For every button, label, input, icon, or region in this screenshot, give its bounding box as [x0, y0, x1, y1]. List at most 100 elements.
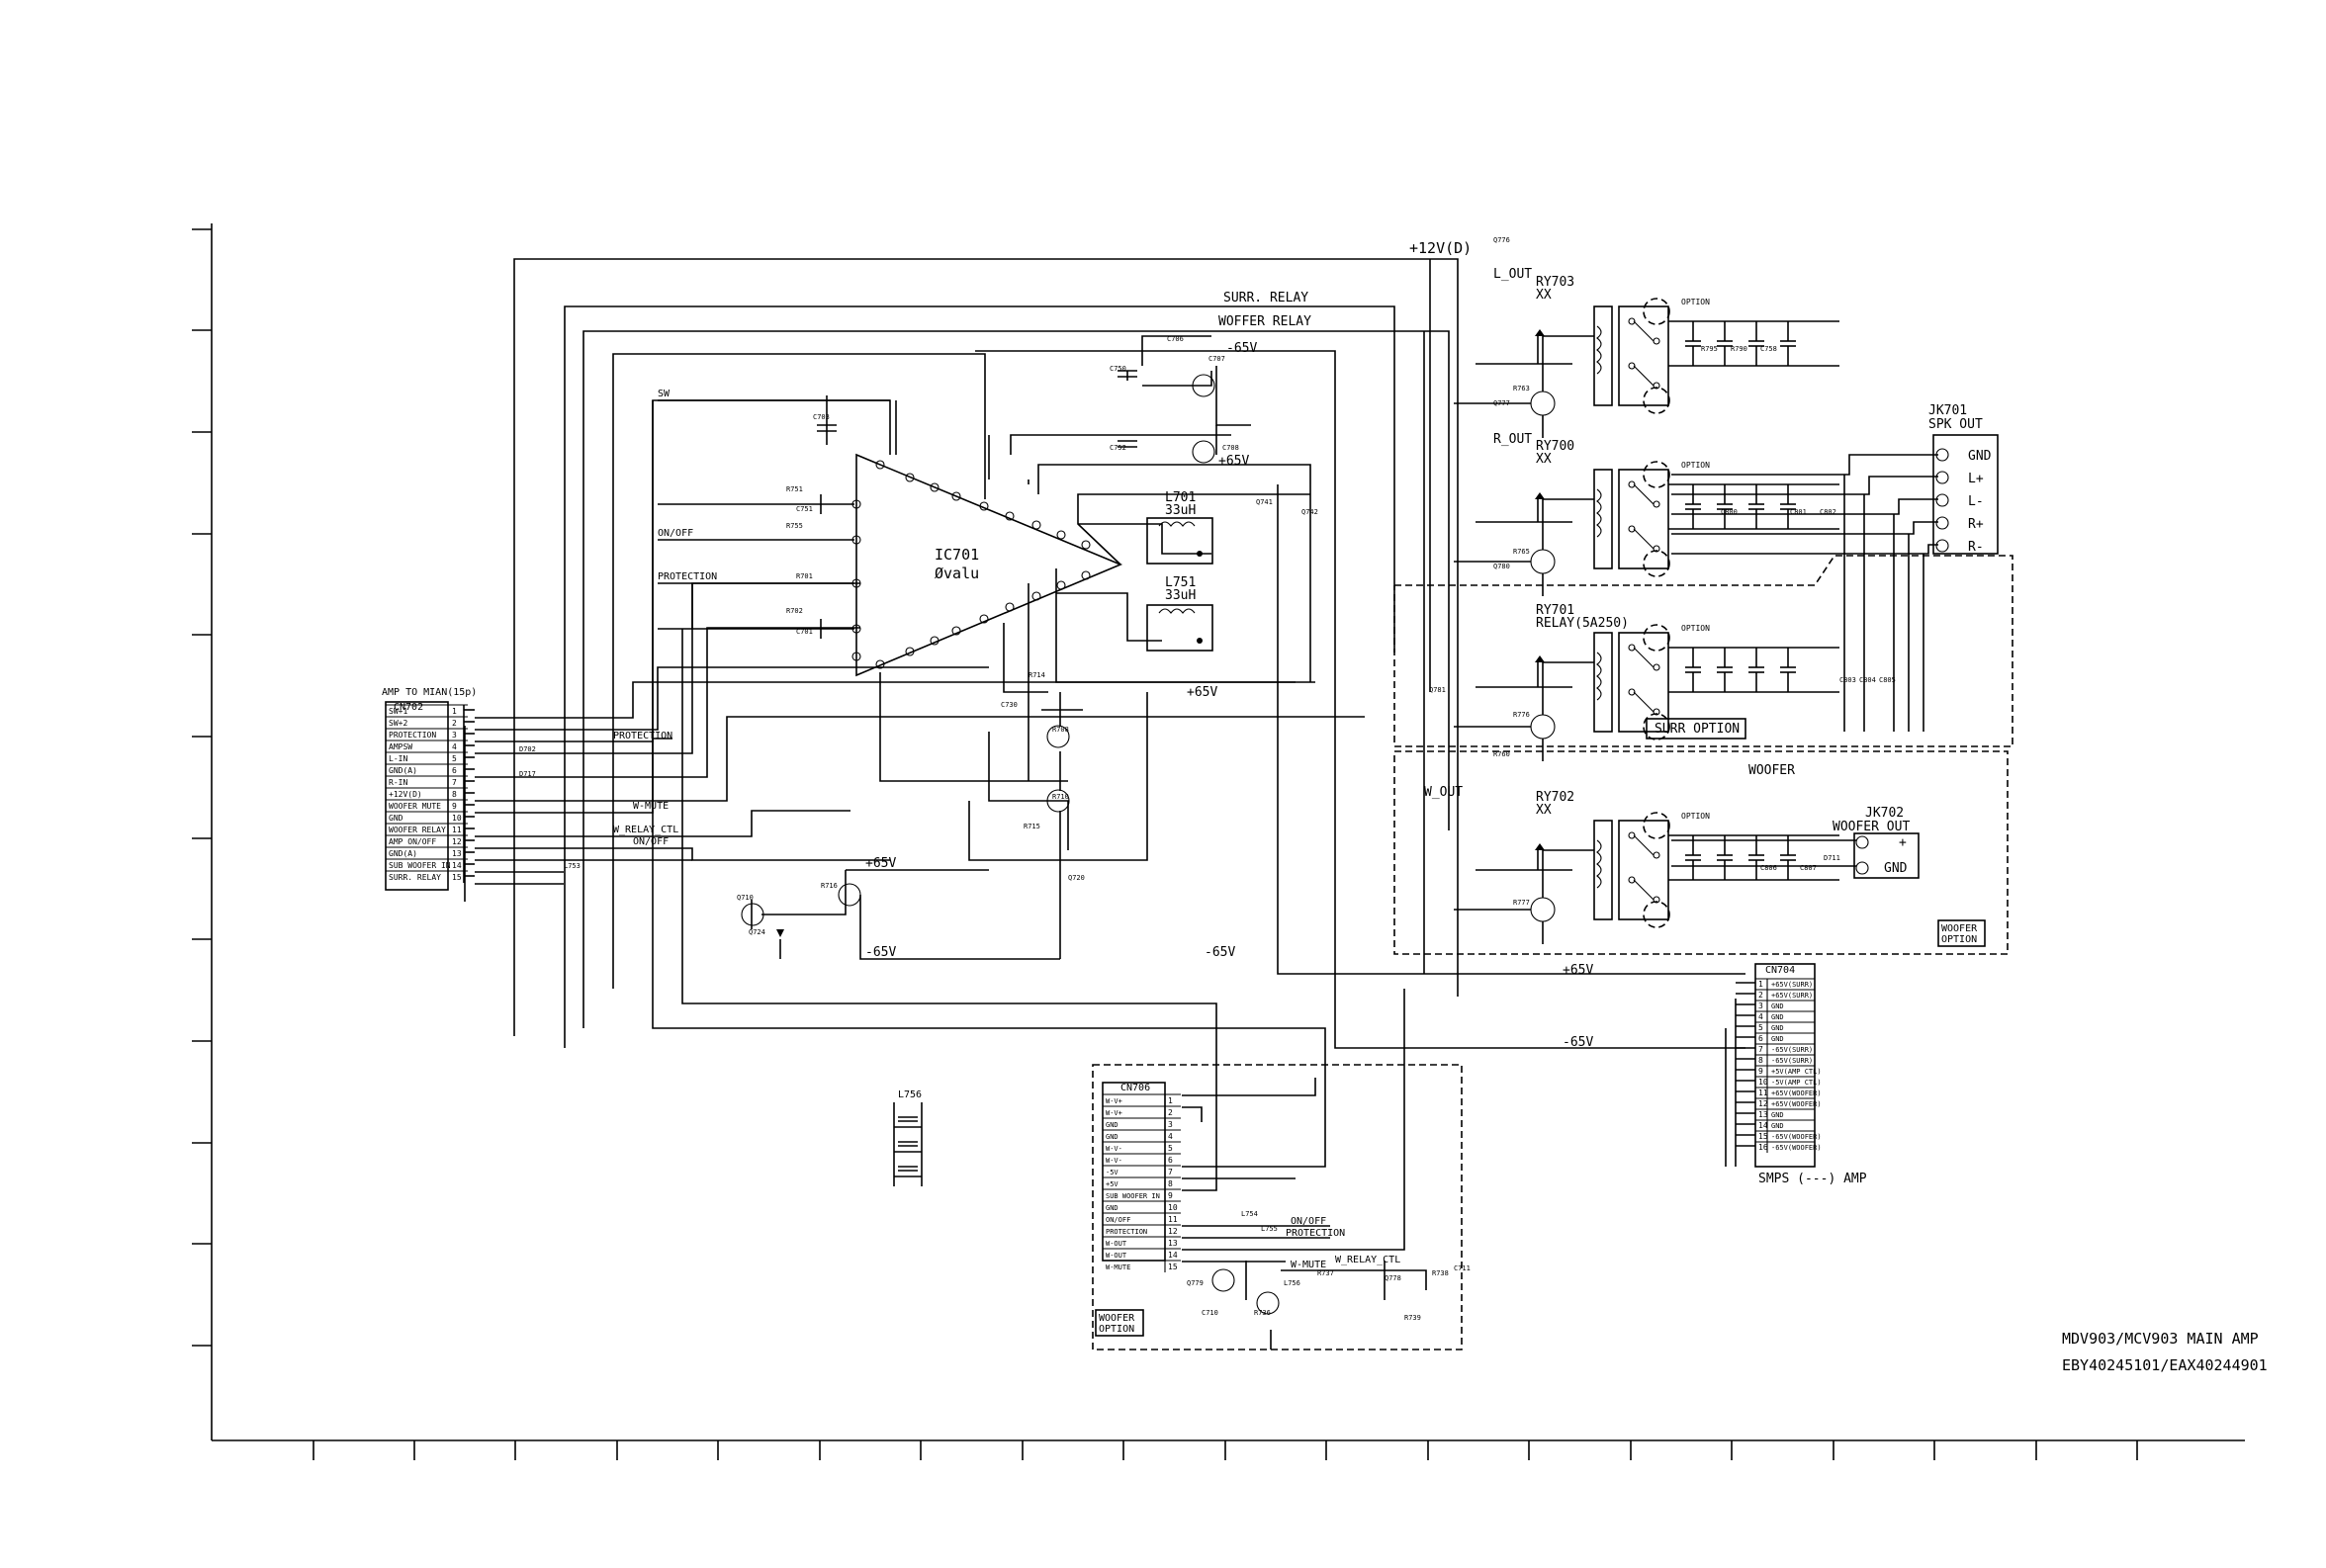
rail-neg65-lower: -65V: [865, 945, 896, 960]
component-ref: R737: [1317, 1269, 1334, 1277]
jk701-terminal: [1935, 539, 1949, 553]
cn702-pin-label: SURR. RELAY: [389, 873, 441, 882]
component-ref: Q779: [1187, 1279, 1204, 1287]
cn702-pin-label: PROTECTION: [389, 731, 436, 740]
cn704-pin-label: -65V(SURR): [1771, 1057, 1813, 1065]
component-ref: Q777: [1493, 399, 1510, 407]
jk701-pin-label: L+: [1968, 472, 1984, 486]
jk702-woofer-out: JK702 WOOFER OUT + GND: [1671, 806, 1920, 879]
cn706-pin-label: PROTECTION: [1106, 1228, 1147, 1236]
net-wmute-cn706: W-MUTE: [1291, 1260, 1326, 1270]
cn706-pin-label: W-MUTE: [1106, 1263, 1130, 1271]
ic701-pin: [1031, 591, 1041, 601]
ry700-value: XX: [1536, 452, 1552, 467]
ic701-pin: [851, 652, 861, 661]
woofer-relay-label: WOFFER RELAY: [1218, 314, 1311, 329]
net-onoff-ic: ON/OFF: [658, 528, 693, 539]
relay-ry1: OPTION: [1454, 461, 1839, 596]
component-ref: C730: [1001, 701, 1018, 709]
cn702-pin-label: +12V(D): [389, 790, 422, 799]
ry702-value: XX: [1536, 803, 1552, 818]
ic701-pin: [930, 636, 939, 646]
option-label: OPTION: [1681, 624, 1710, 633]
ic701-pin: [951, 626, 961, 636]
smps-wires: +65V -65V: [652, 400, 1745, 1078]
cn706-pin-number: 13: [1168, 1239, 1178, 1248]
ic701-value: Øvalu: [935, 565, 979, 582]
frame-ruler: [192, 223, 2245, 1460]
component-ref: C708: [1222, 444, 1239, 452]
component-ref: C750: [1110, 365, 1126, 373]
component-ref: L755: [1261, 1225, 1278, 1233]
cn706-pin-label: SUB WOOFER IN: [1106, 1192, 1160, 1200]
option-label: OPTION: [1681, 812, 1710, 821]
cn702-pin-number: 10: [452, 814, 462, 823]
cn704-pin-label: -5V(AMP CTL): [1771, 1079, 1822, 1087]
cn702-pin-number: 9: [452, 802, 457, 811]
cn702-pin-number: 3: [452, 731, 457, 740]
cn706-pin-label: W-V-: [1106, 1157, 1122, 1165]
cn704-pin-label: GND: [1771, 1002, 1784, 1010]
rail-neg65-smps: -65V: [1563, 1035, 1593, 1050]
cn704-pin-number: 1: [1758, 980, 1763, 989]
cn706-pin-number: 7: [1168, 1168, 1173, 1176]
lower-driver-section: +65V -65V -65V +65V: [741, 672, 1235, 960]
cn704-pin-number: 12: [1758, 1099, 1768, 1108]
component-ref: Q741: [1256, 498, 1273, 506]
cn702-pin-number: 6: [452, 766, 457, 775]
ry701-ref: RY701: [1536, 603, 1574, 618]
option-label: OPTION: [1681, 298, 1710, 306]
woofer-option-box: WOOFER WOOFER OPTION: [1393, 750, 2009, 955]
surr-option-label: SURR OPTION: [1655, 722, 1740, 737]
jk701-terminal: [1935, 471, 1949, 484]
cn706-pin-label: GND: [1106, 1121, 1118, 1129]
cn702-pin-number: 11: [452, 826, 462, 834]
component-ref: Q742: [1301, 508, 1318, 516]
cn706-pin-number: 5: [1168, 1144, 1173, 1153]
ic-input-wires: SW ON/OFF PROTECTION: [658, 389, 891, 639]
component-labels: R751C751R755R701R702C701C703C730C750C752…: [519, 236, 1896, 1322]
cn706-pin-number: 3: [1168, 1120, 1173, 1129]
cn706-pin-number: 4: [1168, 1132, 1173, 1141]
ic701-pin: [1005, 602, 1015, 612]
cn702-pin-number: 4: [452, 742, 457, 751]
ic701-pins: [851, 460, 1091, 669]
net-protection-ic: PROTECTION: [658, 571, 717, 582]
component-ref: Q778: [1385, 1274, 1401, 1282]
cn704-pin-label: +65V(SURR): [1771, 981, 1813, 989]
cn702-pin-label: SW+2: [389, 719, 407, 728]
ic701-pin: [930, 482, 939, 492]
ry703-ref: RY703: [1536, 275, 1574, 290]
ic701-pin: [979, 501, 989, 511]
cn706-pin-number: 9: [1168, 1191, 1173, 1200]
cn702-pin-number: 14: [452, 861, 462, 870]
woofer-option-l2: OPTION: [1941, 934, 1977, 945]
surr-relay-label: SURR. RELAY: [1223, 291, 1308, 305]
title-block-line1: MDV903/MCV903 MAIN AMP: [2062, 1330, 2259, 1348]
component-ref: R790: [1731, 345, 1747, 353]
cn704-pin-number: 7: [1758, 1045, 1763, 1054]
component-ref: R763: [1513, 385, 1530, 392]
cn704-pin-label: -65V(WOOFER): [1771, 1144, 1822, 1152]
component-ref: R701: [796, 572, 813, 580]
cn706-pin-label: GND: [1106, 1133, 1118, 1141]
top-bus-wires: [513, 258, 1459, 1048]
rail-pos65-lower: +65V: [865, 856, 896, 871]
ic701-pin: [1081, 570, 1091, 580]
rail-neg65-mid: -65V: [1205, 945, 1235, 960]
cn704-pin-number: 9: [1758, 1067, 1763, 1076]
component-ref: R760: [1493, 750, 1510, 758]
cn702-pin-label: AMP ON/OFF: [389, 837, 436, 846]
component-ref: R751: [786, 485, 803, 493]
cn706-pin-label: ON/OFF: [1106, 1216, 1130, 1224]
component-ref: C710: [1202, 1309, 1218, 1317]
inductor-l701: L701 33uH: [1146, 490, 1213, 565]
cn702-pin-number: 5: [452, 754, 457, 763]
component-ref: C806: [1760, 864, 1777, 872]
jk701-ref: JK701: [1928, 403, 1967, 418]
